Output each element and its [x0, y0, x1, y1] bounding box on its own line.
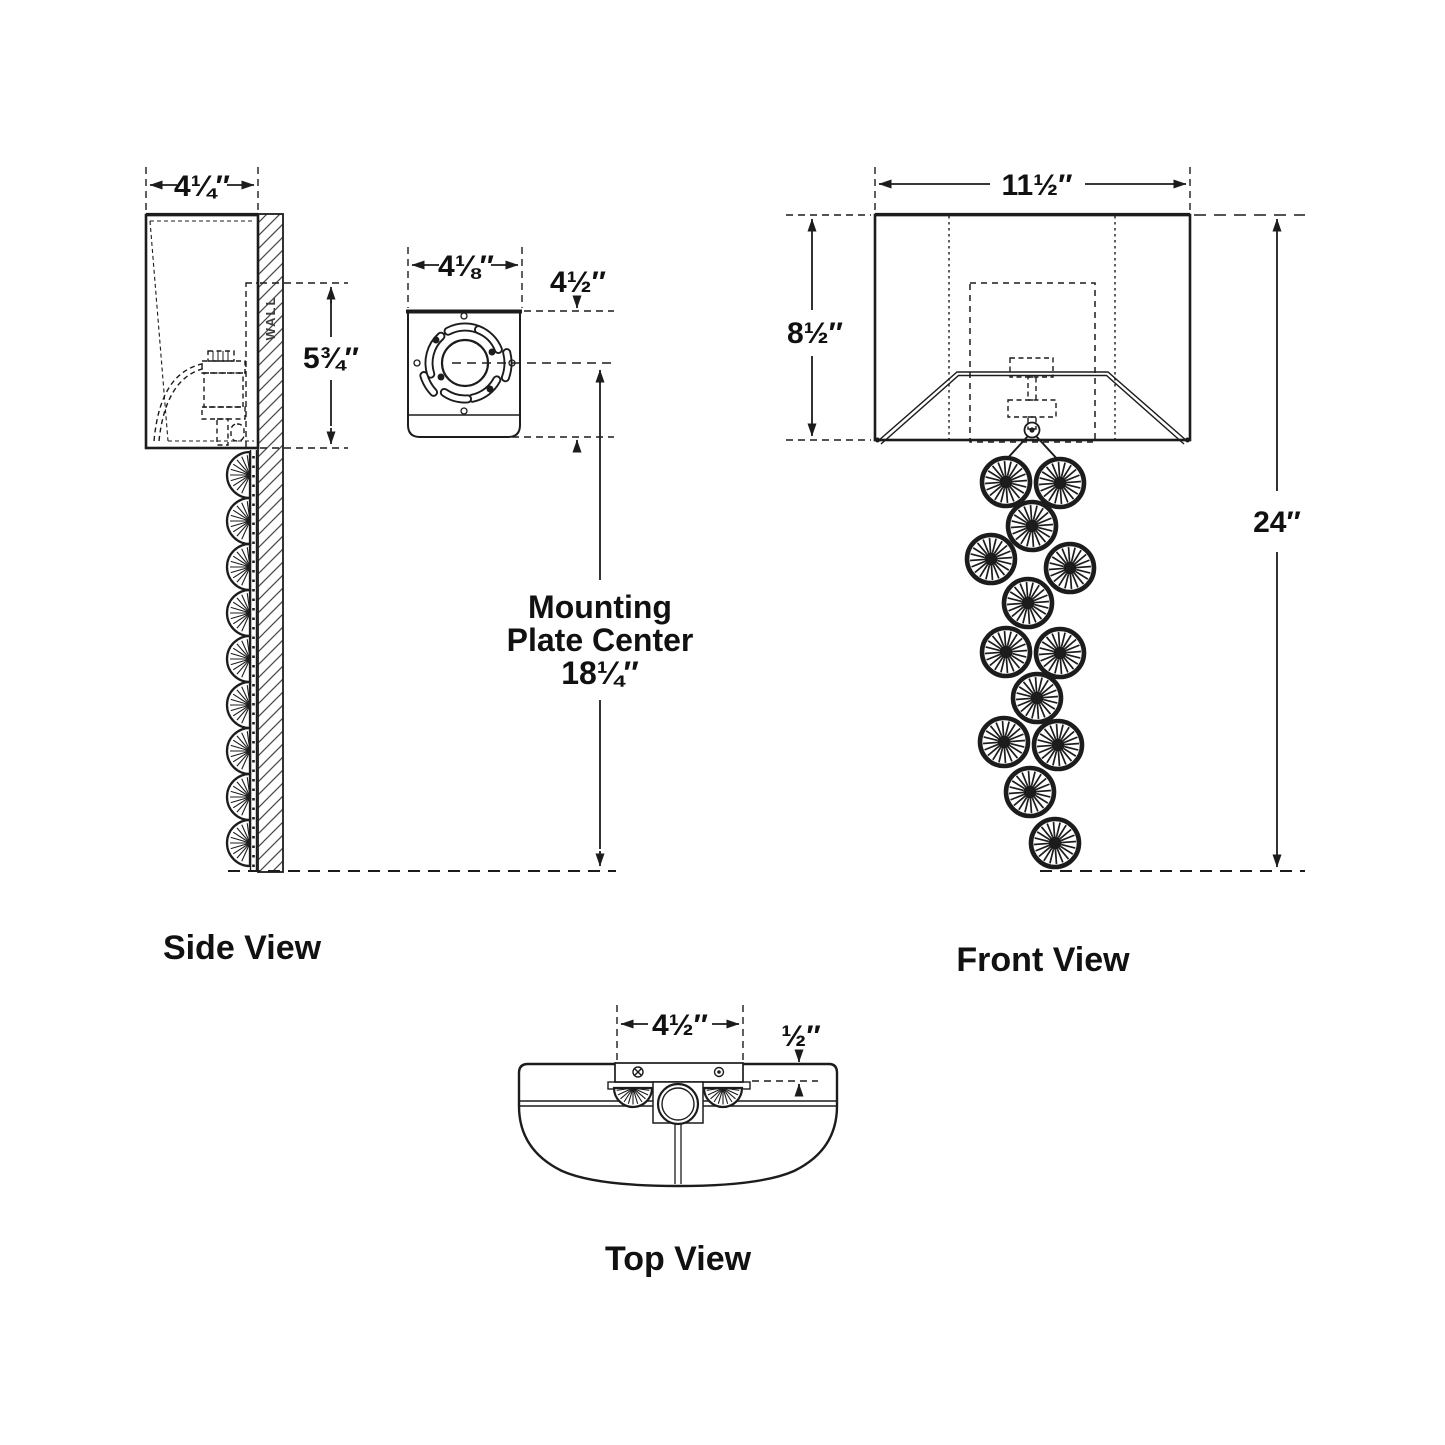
front-overall-height-dim-text: 24″: [1253, 506, 1301, 539]
dim-side-plate-height: 5¾″: [260, 282, 359, 449]
plate-height-dim-text: 4½″: [550, 266, 606, 299]
dim-front-width: 11½″: [874, 167, 1191, 212]
top-socket-housing: [652, 1081, 704, 1126]
mounting-plate-detail: 4⅛″ 4½″ Mounting Plate Center 18¼″: [228, 247, 694, 872]
top-canopy-width-dim-text: 4½″: [652, 1009, 708, 1042]
plate-screw-holes: [413, 312, 516, 415]
side-view-caption: Side View: [163, 929, 322, 967]
dim-plate-width: 4⅛″: [407, 247, 523, 308]
top-stem: [674, 1123, 682, 1184]
crystal-flower: [977, 715, 1031, 769]
crystal-fan-top: [612, 1086, 654, 1109]
side-mounting-plate: [245, 282, 259, 449]
crystal-flower: [1043, 541, 1097, 595]
front-mounting-plate: [969, 282, 1096, 443]
crystal-flower: [1033, 456, 1087, 510]
crystal-fan-side: [225, 588, 252, 638]
crystal-fan-side: [225, 772, 252, 822]
crystal-fan-side: [225, 634, 252, 684]
front-width-dim-text: 11½″: [1001, 169, 1072, 202]
crystal-flower: [979, 625, 1033, 679]
top-offset-dim-text: ½″: [781, 1020, 820, 1053]
side-width-dim-text: 4¼″: [174, 170, 230, 203]
front-support-arms: [877, 371, 1188, 462]
front-view: 11½″ 8½″ 24″ Front View: [786, 167, 1305, 979]
crystal-flower: [1033, 626, 1087, 680]
bracket-screw-left: [632, 1066, 644, 1078]
crystal-flower: [1028, 816, 1082, 870]
front-crystal-chain: [964, 455, 1097, 870]
dim-top-canopy-width: 4½″: [616, 1005, 744, 1060]
crystal-fan-top: [702, 1086, 744, 1109]
crystal-fan-side: [225, 450, 252, 500]
top-socket: [656, 1082, 700, 1126]
crystal-flower: [1005, 499, 1059, 553]
crystal-flower: [1001, 576, 1055, 630]
crystal-flower: [979, 455, 1033, 509]
side-crystal-chain: [225, 450, 252, 868]
front-view-caption: Front View: [956, 941, 1130, 979]
dim-mounting-plate-center: Mounting Plate Center 18¼″: [228, 362, 694, 872]
wall-section: [257, 213, 284, 873]
dim-front-overall-height: 24″: [1040, 214, 1305, 872]
plate-center-note-line2: Plate Center: [507, 622, 694, 658]
crystal-fan-side: [225, 680, 252, 730]
top-crystal-fans: [612, 1086, 744, 1109]
plate-width-dim-text: 4⅛″: [438, 250, 494, 283]
front-finial: [1023, 421, 1041, 439]
plate-center-note-line1: Mounting: [528, 589, 672, 625]
dim-plate-height: 4½″: [500, 266, 614, 453]
plate-keyhole-slots: [419, 322, 513, 404]
bracket-screw-right: [713, 1066, 725, 1078]
side-view: WALL: [144, 167, 359, 967]
dim-front-shade-height: 8½″: [786, 214, 871, 441]
dim-top-offset: ½″: [752, 1020, 821, 1097]
crystal-flower: [1031, 718, 1085, 772]
plate-center-note-line3: 18¼″: [561, 655, 639, 691]
top-view-caption: Top View: [605, 1240, 752, 1278]
plate-outline: [406, 309, 522, 438]
side-plate-height-dim-text: 5¾″: [303, 342, 359, 375]
front-shade-height-dim-text: 8½″: [787, 317, 843, 350]
crystal-flower: [1010, 671, 1064, 725]
crystal-fan-side: [225, 542, 252, 592]
crystal-fan-side: [225, 496, 252, 546]
crystal-fan-side: [225, 726, 252, 776]
wall-label: WALL: [263, 296, 278, 341]
dim-side-width: 4¼″: [145, 167, 259, 212]
top-view: 4½″ ½″ Top View: [517, 1005, 839, 1278]
crystal-flower: [1003, 765, 1057, 819]
crystal-flower: [964, 532, 1018, 586]
side-socket: [153, 350, 246, 446]
crystal-fan-side: [225, 818, 252, 868]
